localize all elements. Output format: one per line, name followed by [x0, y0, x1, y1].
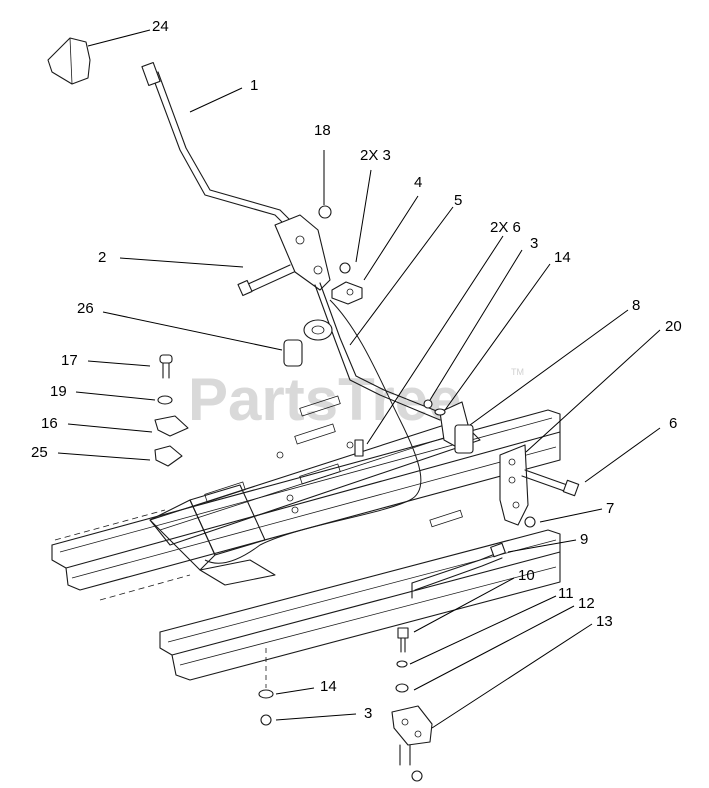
shift-lever [141, 62, 301, 236]
callout-9: 9 [580, 531, 588, 548]
callout-11: 11 [558, 585, 574, 602]
shift-knob [47, 37, 91, 85]
cable-5 [204, 299, 422, 564]
frame-assembly [51, 395, 561, 681]
callout-8: 8 [632, 297, 640, 314]
callout-3-upper: 3 [530, 235, 538, 252]
watermark-text: PartsTree [188, 366, 462, 433]
nut-18 [318, 205, 332, 219]
watermark: PartsTree TM [188, 366, 524, 433]
callout-4: 4 [414, 174, 422, 191]
link-rod-9 [411, 542, 506, 599]
bolt-17 [159, 354, 173, 364]
callout-14-lower: 14 [320, 678, 337, 695]
cable-clamp-4 [331, 281, 363, 305]
screw-6 [354, 439, 364, 457]
bracket-13 [391, 705, 433, 766]
washer-12 [395, 683, 409, 693]
callout-1: 1 [250, 77, 258, 94]
callout-2x3: 2X 3 [360, 147, 391, 164]
leader-lines [57, 29, 661, 729]
callout-13: 13 [596, 613, 613, 630]
bolt-2 [237, 264, 295, 297]
callout-6: 6 [669, 415, 677, 432]
callout-26: 26 [77, 300, 94, 317]
bolt-10 [397, 627, 409, 653]
lever-bracket [274, 214, 445, 421]
callout-24: 24 [152, 18, 169, 35]
callout-7: 7 [606, 500, 614, 517]
lower-hardware [258, 648, 274, 726]
bolt-6 [521, 469, 580, 497]
callout-labels: 24 1 18 2X 3 4 5 2X 6 3 14 2 26 8 20 17 … [31, 18, 682, 722]
callout-2x6: 2X 6 [490, 219, 521, 236]
callout-17: 17 [61, 352, 78, 369]
mounting-bracket-20 [499, 444, 529, 526]
callout-10: 10 [518, 567, 535, 584]
callout-16: 16 [41, 415, 58, 432]
watermark-trademark: TM [511, 367, 524, 377]
callout-3-lower: 3 [364, 705, 372, 722]
bracket-16 [154, 415, 189, 437]
nut-3-mid [423, 399, 433, 409]
washer-14-lower [258, 689, 274, 699]
nut-3-upper [339, 262, 351, 274]
left-hardware [154, 354, 189, 467]
nut-7 [524, 516, 536, 528]
pivot-plate-8 [439, 401, 474, 454]
nut-3-lower [260, 714, 272, 726]
washer-14-mid [434, 408, 446, 416]
callout-14-upper: 14 [554, 249, 571, 266]
callout-12: 12 [578, 595, 595, 612]
callout-19: 19 [50, 383, 67, 400]
callout-2: 2 [98, 249, 106, 266]
callout-25: 25 [31, 444, 48, 461]
nut-lower [411, 770, 423, 782]
washer-11 [396, 660, 408, 668]
spacer-25 [154, 445, 183, 467]
washer-19 [157, 395, 173, 405]
callout-5: 5 [454, 192, 462, 209]
callout-18: 18 [314, 122, 331, 139]
bushing-26 [283, 319, 333, 367]
callout-20: 20 [665, 318, 682, 335]
